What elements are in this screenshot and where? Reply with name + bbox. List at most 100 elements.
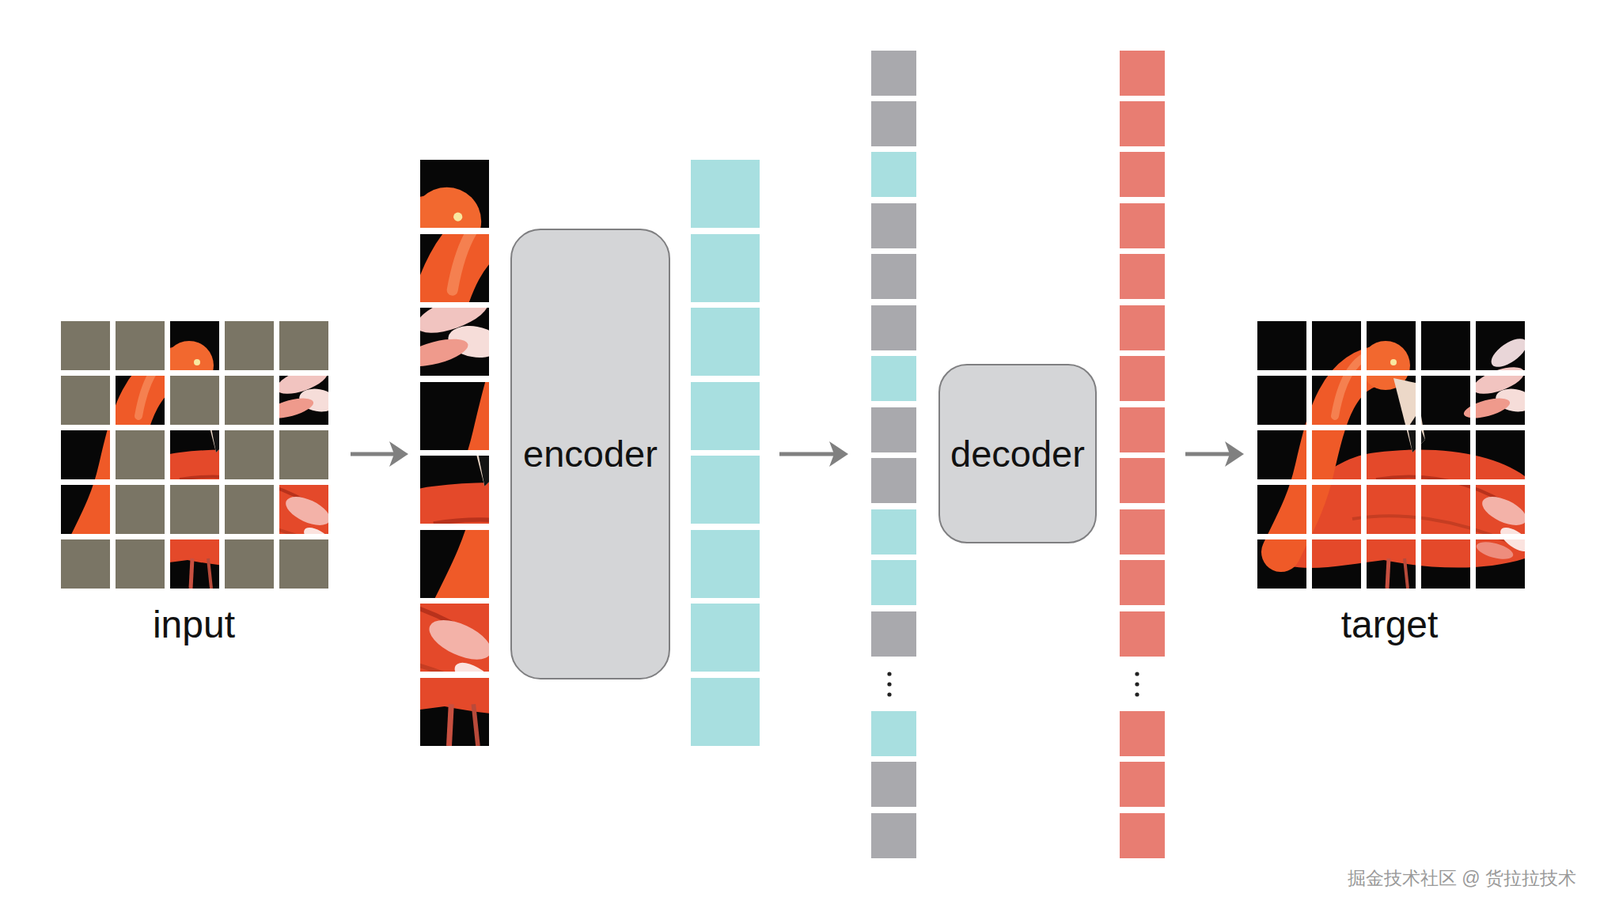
grid-gap	[1306, 321, 1312, 589]
mask-tile	[279, 539, 329, 589]
encoded-token	[690, 530, 760, 599]
arrow-head	[1224, 441, 1244, 467]
arrow-shaft	[779, 452, 839, 457]
encoded-token	[871, 711, 917, 757]
mask-tile	[60, 321, 110, 371]
encoded-token	[690, 159, 760, 228]
mask-token	[871, 611, 917, 657]
ellipsis-dot	[887, 671, 891, 676]
decoded-token	[1119, 254, 1165, 300]
encoded-token	[871, 151, 917, 198]
encoded-token	[690, 678, 760, 747]
decoded-token	[1119, 50, 1165, 96]
grid-gaps	[60, 321, 329, 589]
mask-tiles	[60, 321, 329, 589]
mask-token	[871, 813, 917, 859]
grid-gaps	[1257, 321, 1525, 589]
decoded-token	[1119, 305, 1165, 351]
decoded-token	[1119, 151, 1165, 198]
mask-tile	[115, 321, 165, 371]
visible-patches	[113, 158, 811, 747]
ellipsis-dot	[1134, 671, 1139, 676]
grid-gap	[60, 479, 329, 486]
grid-gap	[1257, 370, 1525, 376]
decoded-token	[1119, 813, 1165, 859]
grid-gap	[273, 321, 280, 589]
encoded-token	[690, 603, 760, 672]
decoded-token	[1119, 762, 1165, 808]
ellipsis-dot	[1134, 692, 1139, 697]
decoded-token	[1119, 203, 1165, 249]
grid-gap	[60, 424, 329, 431]
mask-tile	[224, 485, 274, 535]
arrow-shaft	[1185, 452, 1235, 457]
image-caption: input	[114, 604, 273, 647]
arrow-head	[829, 441, 849, 467]
arrow-shaft	[350, 452, 400, 457]
watermark: 掘金技术社区 @ 货拉拉技术	[1243, 868, 1577, 889]
decoded-token	[1119, 356, 1165, 402]
mask-token	[871, 458, 917, 504]
decoded-token	[1119, 458, 1165, 504]
mask-tile	[224, 375, 274, 425]
ellipsis-dots	[1134, 671, 1139, 697]
grid-gap	[1257, 534, 1525, 540]
flamingo-picture	[60, 321, 339, 589]
mask-tile	[224, 430, 274, 480]
encoded-token	[871, 509, 917, 555]
grid-gap	[1257, 479, 1525, 486]
input-image	[60, 321, 339, 589]
token-sequence	[871, 50, 917, 859]
grid-gap	[1361, 321, 1367, 589]
mask-tile	[224, 539, 274, 589]
mask-tile	[60, 375, 110, 425]
grid-gap	[60, 534, 329, 540]
decoded-token	[1119, 611, 1165, 657]
grid-gap	[109, 321, 116, 589]
mask-token	[871, 101, 917, 147]
ellipsis-dots	[887, 671, 891, 697]
mask-tile	[224, 321, 274, 371]
mask-token	[871, 50, 917, 96]
mask-tile	[170, 375, 220, 425]
image-caption: target	[1310, 604, 1469, 647]
ellipsis-dot	[1134, 682, 1139, 687]
encoded-tokens	[690, 159, 760, 747]
encoded-token	[690, 307, 760, 376]
encoded-token	[871, 356, 917, 402]
decoded-token	[1119, 509, 1165, 555]
encoded-token	[690, 455, 760, 524]
ellipsis-dot	[887, 682, 891, 687]
grid-gap	[164, 321, 171, 589]
grid-gap	[1470, 321, 1476, 589]
grid-gap	[1257, 424, 1525, 431]
decoded-tokens	[1119, 50, 1165, 859]
block-label: decoder	[950, 433, 1085, 475]
mask-tile	[170, 485, 220, 535]
target-picture	[1257, 321, 1536, 589]
masked-input-image	[60, 321, 339, 589]
encoded-token	[690, 234, 760, 303]
mask-tile	[279, 430, 329, 480]
block-label: encoder	[523, 433, 658, 475]
decoded-token	[1119, 711, 1165, 757]
mask-token	[871, 305, 917, 351]
mask-tile	[115, 430, 165, 480]
grid-gap	[60, 370, 329, 376]
grid-gap	[1415, 321, 1422, 589]
mask-token	[871, 254, 917, 300]
encoder-block: encoder	[510, 228, 671, 680]
encoded-token	[871, 560, 917, 606]
mask-token	[871, 407, 917, 453]
mask-tile	[60, 539, 110, 589]
decoded-token	[1119, 560, 1165, 606]
mask-tile	[115, 539, 165, 589]
decoder-block: decoder	[938, 363, 1097, 544]
grid-gap	[219, 321, 225, 589]
mask-token	[871, 762, 917, 808]
decoded-token	[1119, 101, 1165, 147]
mask-tile	[279, 321, 329, 371]
ellipsis-dot	[887, 692, 891, 697]
flamingo-picture	[1257, 321, 1536, 589]
target-image	[1257, 321, 1536, 589]
